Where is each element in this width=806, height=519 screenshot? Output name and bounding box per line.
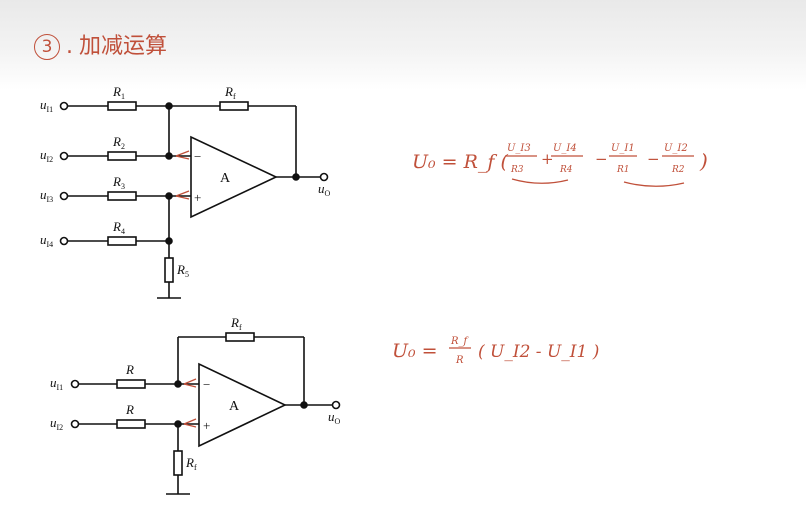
circuit-2-junctions bbox=[174, 380, 308, 428]
formula-1-term-1-den: R3 bbox=[510, 165, 524, 175]
circuit-1-resistors bbox=[107, 101, 249, 283]
c1-input-4-label: uI4 bbox=[40, 232, 53, 249]
c1-output-label: uO bbox=[318, 181, 331, 198]
formula-1-term-4-den: R2 bbox=[671, 165, 685, 175]
c2-minus-sign: − bbox=[203, 377, 210, 392]
section-title: 3.加减运算 bbox=[34, 28, 167, 60]
circuit-2-wires bbox=[79, 336, 332, 495]
circuit-1-junctions bbox=[165, 102, 300, 245]
formula-2-rhs: ( U_I2 - U_I1 ) bbox=[478, 342, 599, 362]
c2-rf-feedback-label: Rf bbox=[230, 315, 242, 332]
circuit-1-wires bbox=[68, 105, 320, 299]
c1-r5-label: R5 bbox=[176, 262, 189, 279]
c2-r-top-label: R bbox=[125, 362, 134, 377]
c1-minus-sign: − bbox=[194, 149, 201, 164]
formula-2: U₀ = R_f R ( U_I2 - U_I1 ) bbox=[392, 336, 599, 366]
formula-1-term-1-num: U_I3 bbox=[507, 143, 531, 154]
c1-input-2-label: uI2 bbox=[40, 147, 53, 164]
c2-input-1-label: uI1 bbox=[50, 375, 63, 392]
c1-plus-sign: + bbox=[194, 190, 201, 205]
circuit-1-terminals bbox=[59, 101, 329, 246]
c1-amp-label: A bbox=[220, 171, 231, 186]
c1-r4-label: R4 bbox=[112, 219, 125, 236]
top-bar bbox=[0, 0, 806, 90]
formula-1-term-3-den: R1 bbox=[616, 165, 630, 175]
c1-r2-label: R2 bbox=[112, 134, 125, 151]
c1-r3-label: R3 bbox=[112, 174, 125, 191]
formula-2-lhs: U₀ = bbox=[392, 340, 438, 362]
op-amp-1 bbox=[190, 135, 278, 219]
c2-amp-label: A bbox=[229, 399, 240, 414]
formula-2-den: R bbox=[455, 355, 464, 366]
formula-1-lhs: U₀ = R_f ( bbox=[412, 151, 509, 173]
circuit-2-terminals bbox=[70, 379, 341, 429]
formula-2-num: R_f bbox=[450, 336, 470, 347]
formula-1-term-3-num: U_I1 bbox=[611, 143, 635, 154]
c1-rf-label: Rf bbox=[224, 84, 236, 101]
c2-plus-sign: + bbox=[203, 418, 210, 433]
formula-1-term-4-num: U_I2 bbox=[664, 143, 688, 154]
c1-input-3-label: uI3 bbox=[40, 187, 53, 204]
formula-1-sign-3: − bbox=[647, 150, 660, 168]
formula-1-sign-1: + bbox=[541, 150, 554, 168]
formula-1-strokes bbox=[505, 155, 694, 187]
c1-input-1-label: uI1 bbox=[40, 97, 53, 114]
circuit-2-resistors bbox=[116, 332, 255, 476]
c2-output-label: uO bbox=[328, 409, 341, 426]
section-title-text: 加减运算 bbox=[79, 34, 168, 59]
formula-1-sign-2: − bbox=[595, 150, 608, 168]
op-amp-2 bbox=[198, 362, 287, 448]
c2-rf-ground-label: Rf bbox=[185, 455, 197, 472]
c2-r-bottom-label: R bbox=[125, 402, 134, 417]
formula-1-term-2-den: R4 bbox=[559, 165, 573, 175]
c1-r1-label: R1 bbox=[112, 84, 125, 101]
formula-1-term-2-num: U_I4 bbox=[553, 143, 577, 154]
formula-1: U₀ = R_f ( U_I3 R3 + U_I4 R4 − U_I1 R1 −… bbox=[412, 143, 708, 175]
annotation-arrows bbox=[175, 150, 197, 428]
formula-1-close: ) bbox=[699, 149, 708, 173]
c2-input-2-label: uI2 bbox=[50, 415, 63, 432]
section-number: 3 bbox=[34, 34, 60, 60]
